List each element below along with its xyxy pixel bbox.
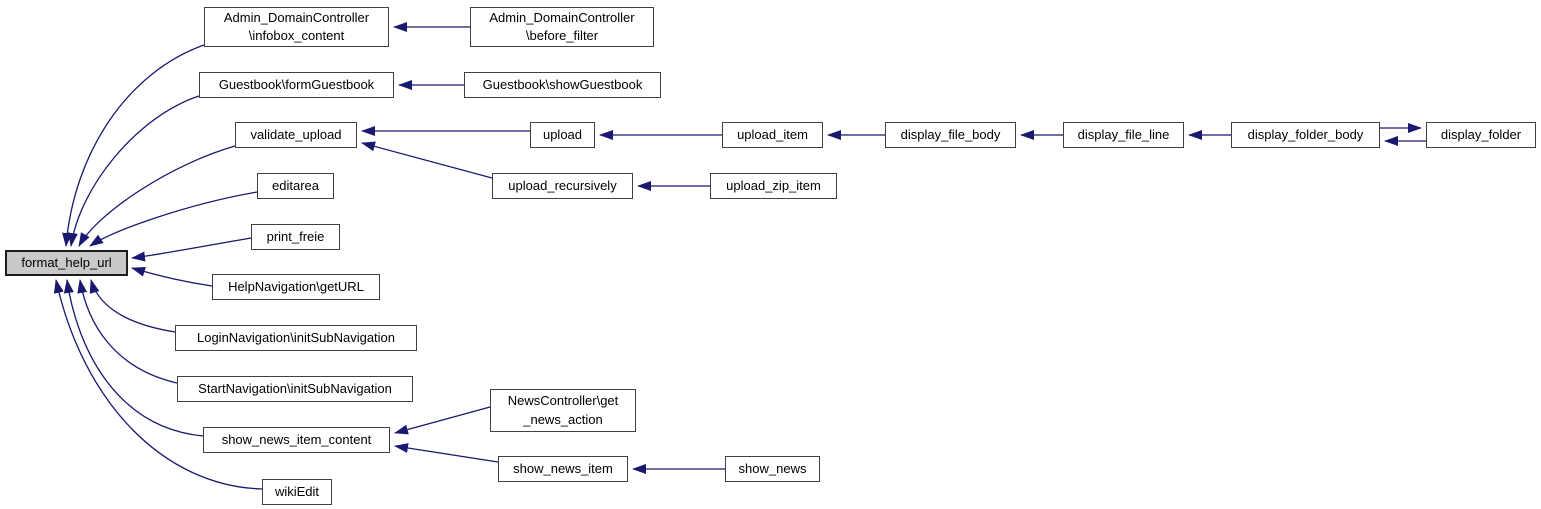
node-label: Guestbook\formGuestbook — [218, 76, 375, 92]
node-label: print_freie — [266, 228, 325, 244]
node-label: show_news — [738, 460, 807, 476]
node-admin_before_filter[interactable]: Admin_DomainController \before_filter — [470, 7, 654, 47]
node-newscontroller_get_news_action[interactable]: NewsController\get _news_action — [490, 389, 636, 432]
node-guestbook_showguestbook[interactable]: Guestbook\showGuestbook — [464, 72, 661, 98]
node-label: wikiEdit — [274, 483, 320, 499]
edge-show_news_item-to-show_news_item_content — [394, 443, 499, 463]
node-label: display_folder — [1440, 126, 1522, 142]
node-loginnavigation_initsubnavigation[interactable]: LoginNavigation\initSubNavigation — [175, 325, 417, 351]
node-label: show_news_item_content — [221, 431, 372, 447]
node-startnavigation_initsubnavigation[interactable]: StartNavigation\initSubNavigation — [177, 376, 413, 402]
node-label: upload — [542, 126, 583, 142]
edge-newscontroller_get_news_action-to-show_news_item_content — [394, 406, 491, 435]
node-label: HelpNavigation\getURL — [228, 278, 364, 294]
node-display_folder_body[interactable]: display_folder_body — [1231, 122, 1380, 148]
edge-show_news_item_content-to-format_help_url — [63, 279, 204, 437]
node-label: format_help_url — [21, 254, 112, 270]
node-label: upload_zip_item — [726, 177, 821, 193]
node-upload_recursively[interactable]: upload_recursively — [492, 173, 633, 199]
node-label: validate_upload — [250, 126, 342, 142]
node-upload_zip_item[interactable]: upload_zip_item — [710, 173, 837, 199]
edge-startnavigation_initsubnavigation-to-format_help_url — [77, 279, 178, 384]
node-label: editarea — [272, 177, 319, 193]
node-print_freie[interactable]: print_freie — [251, 224, 340, 250]
node-guestbook_formguestbook[interactable]: Guestbook\formGuestbook — [199, 72, 394, 98]
node-show_news[interactable]: show_news — [725, 456, 820, 482]
edge-validate_upload-to-format_help_url — [78, 145, 236, 247]
node-format_help_url[interactable]: format_help_url — [5, 250, 128, 276]
edge-guestbook_formguestbook-to-format_help_url — [67, 95, 200, 247]
edge-loginnavigation_initsubnavigation-to-format_help_url — [89, 279, 176, 333]
node-label: upload_item — [737, 126, 808, 142]
node-label: StartNavigation\initSubNavigation — [198, 380, 392, 396]
edge-editarea-to-format_help_url — [89, 191, 258, 247]
node-display_file_body[interactable]: display_file_body — [885, 122, 1016, 148]
node-label: display_file_body — [900, 126, 1001, 142]
node-label: NewsController\get _news_action — [507, 393, 619, 427]
node-wikiedit[interactable]: wikiEdit — [262, 479, 332, 505]
edge-wikiedit-to-format_help_url — [53, 279, 263, 490]
node-upload_item[interactable]: upload_item — [722, 122, 823, 148]
node-helpnavigation_geturl[interactable]: HelpNavigation\getURL — [212, 274, 380, 300]
node-label: Admin_DomainController \infobox_content — [223, 9, 370, 43]
node-label: display_file_line — [1077, 126, 1170, 142]
node-label: upload_recursively — [508, 177, 617, 193]
node-validate_upload[interactable]: validate_upload — [235, 122, 357, 148]
node-label: show_news_item — [513, 460, 613, 476]
node-display_folder[interactable]: display_folder — [1426, 122, 1536, 148]
node-editarea[interactable]: editarea — [257, 173, 334, 199]
node-label: Guestbook\showGuestbook — [482, 76, 643, 92]
node-upload[interactable]: upload — [530, 122, 595, 148]
edge-helpnavigation_geturl-to-format_help_url — [131, 266, 213, 287]
node-label: Admin_DomainController \before_filter — [489, 9, 635, 43]
node-label: display_folder_body — [1247, 126, 1364, 142]
node-label: LoginNavigation\initSubNavigation — [196, 329, 396, 345]
node-admin_infobox_content[interactable]: Admin_DomainController \infobox_content — [204, 7, 389, 47]
edge-admin_infobox_content-to-format_help_url — [62, 44, 205, 247]
edge-print_freie-to-format_help_url — [131, 237, 252, 262]
node-show_news_item_content[interactable]: show_news_item_content — [203, 427, 390, 453]
edge-upload_recursively-to-validate_upload — [361, 141, 493, 179]
node-display_file_line[interactable]: display_file_line — [1063, 122, 1184, 148]
node-show_news_item[interactable]: show_news_item — [498, 456, 628, 482]
